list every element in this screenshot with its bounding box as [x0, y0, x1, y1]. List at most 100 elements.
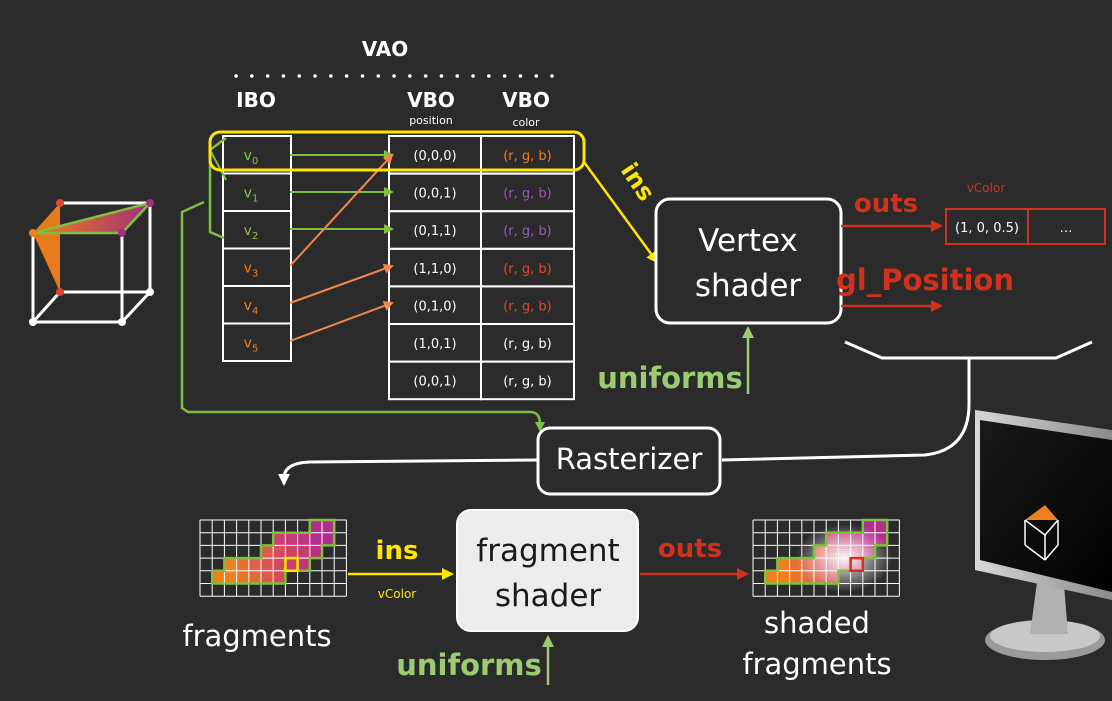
fragment-cell: [285, 558, 298, 571]
fragment-uniforms-label: uniforms: [396, 648, 542, 682]
ibo-index-label: v3: [244, 261, 259, 280]
ibo-header: IBO: [236, 88, 276, 112]
ibo-cell: [222, 322, 292, 362]
vcolor-out-label: vColor: [967, 181, 1005, 195]
vcolor-out-cell-2: [1027, 208, 1106, 245]
fragment-cell: [297, 545, 310, 559]
fragment-cell: [777, 558, 790, 571]
vbo-position-value: (0,1,0): [413, 299, 456, 314]
monitor-cube-icon: [1024, 505, 1059, 561]
fragment-cell: [224, 570, 237, 584]
vbo-position-header: VBO: [407, 88, 455, 112]
fragment-shader-box: [456, 509, 639, 632]
vbo-position-value: (0,0,1): [413, 375, 456, 390]
fragment-cell: [789, 570, 802, 584]
index-arrows: [289, 150, 394, 342]
fragment-cell: [212, 570, 225, 584]
fragment-cell: [261, 545, 274, 559]
output-brace: [844, 340, 1093, 360]
fragment-cell: [285, 532, 298, 546]
vbo-color-value: (r, g, b): [503, 149, 552, 164]
fragment-cell: [236, 570, 249, 584]
fragment-cell: [322, 520, 335, 533]
fragment-cell: [236, 558, 249, 571]
ibo-cell: [222, 172, 292, 212]
fragment-cell: [875, 520, 888, 533]
vbo-color-value: (r, g, b): [503, 299, 552, 314]
fragment-cell: [273, 532, 286, 546]
vertex-uniforms-label: uniforms: [597, 361, 743, 395]
vbo-color-header: VBO: [502, 88, 550, 112]
fragment-cell: [309, 532, 322, 546]
vcolor-out-value: (1, 0, 0.5): [955, 221, 1019, 236]
shaded-fragments-grid: [752, 518, 900, 597]
fragment-cell: [777, 570, 790, 584]
vbo-position-value: (0,0,0): [413, 149, 456, 164]
fragments-label: fragments: [182, 619, 331, 653]
vertex-shader-box: [654, 197, 843, 325]
vertex-outs-label: outs: [854, 189, 918, 219]
fragment-cell: [248, 558, 261, 571]
cube-triangle-orange: [33, 203, 60, 292]
index-arrow-v4: [289, 264, 394, 304]
vbo-color-value: (r, g, b): [503, 337, 552, 352]
fragment-cell: [248, 570, 261, 584]
vbo-color-value: (r, g, b): [503, 375, 552, 390]
fragment-cell: [261, 570, 274, 584]
fragment-outs-label: outs: [658, 534, 722, 564]
vbo-position-value: (1,0,1): [413, 337, 456, 352]
ibo-index-label: v0: [244, 148, 259, 167]
vcolor-out-ellipsis: …: [1060, 221, 1073, 236]
shaded-fragments-line1: shaded: [764, 606, 870, 640]
selected-fragment: [849, 556, 865, 573]
triangle-bracket-link: [209, 149, 227, 181]
vertex-shader-line1: Vertex: [698, 223, 798, 259]
vertex-ins-label: ins: [615, 158, 660, 206]
fragment-cell: [285, 545, 298, 559]
fragment-cell: [224, 558, 237, 571]
fragments-grid: [199, 518, 347, 597]
cube-illustration: [29, 199, 154, 326]
fragment-ins-label: ins: [376, 536, 419, 566]
index-arrow-v3: [289, 153, 394, 267]
vertex-highlight: [208, 130, 586, 172]
gl-position-label: gl_Position: [836, 263, 1014, 297]
fragment-cell: [297, 558, 310, 571]
vbo-position-value: (0,1,1): [413, 224, 456, 239]
vertex-ins-arrow: [582, 161, 659, 264]
vbo-color-value: (r, g, b): [503, 224, 552, 239]
vbo-position-value: (0,0,1): [413, 187, 456, 202]
fragment-cell: [322, 532, 335, 546]
vbo-position-value: (1,1,0): [413, 262, 456, 277]
fragment-cell: [765, 570, 778, 584]
vbo-color-value: (r, g, b): [503, 262, 552, 277]
fragment-shader-line2: shader: [495, 578, 602, 614]
vbo-color-cell: [480, 360, 575, 401]
ibo-cell: [222, 210, 292, 250]
ibo-index-label: v2: [244, 223, 259, 242]
vertex-shader-line2: shader: [695, 268, 802, 304]
rasterizer-label: Rasterizer: [556, 442, 703, 476]
triangle-bracket: [208, 137, 227, 240]
output-to-rasterizer-line: [721, 358, 971, 462]
fragment-cell: [273, 545, 286, 559]
ibo-index-label: v1: [244, 186, 259, 205]
monitor-illustration: [975, 410, 1112, 660]
vbo-position-subheader: position: [409, 114, 453, 127]
triangle-outline: [210, 518, 336, 585]
fragment-cell: [261, 558, 274, 571]
fragment-ins-var-label: vColor: [378, 587, 416, 601]
assembly-route-line: [180, 200, 545, 432]
ibo-cell: [222, 247, 292, 287]
rasterizer-box: [536, 426, 722, 496]
fragment-shader-line1: fragment: [476, 533, 619, 569]
vbo-color-value: (r, g, b): [503, 187, 552, 202]
vbo-color-subheader: color: [512, 116, 540, 129]
rasterizer-to-fragments-line: [278, 458, 538, 486]
ibo-cell: [222, 135, 292, 175]
fragment-cell: [273, 570, 286, 584]
index-arrow-v5: [289, 301, 394, 342]
ibo-index-label: v5: [244, 336, 259, 355]
